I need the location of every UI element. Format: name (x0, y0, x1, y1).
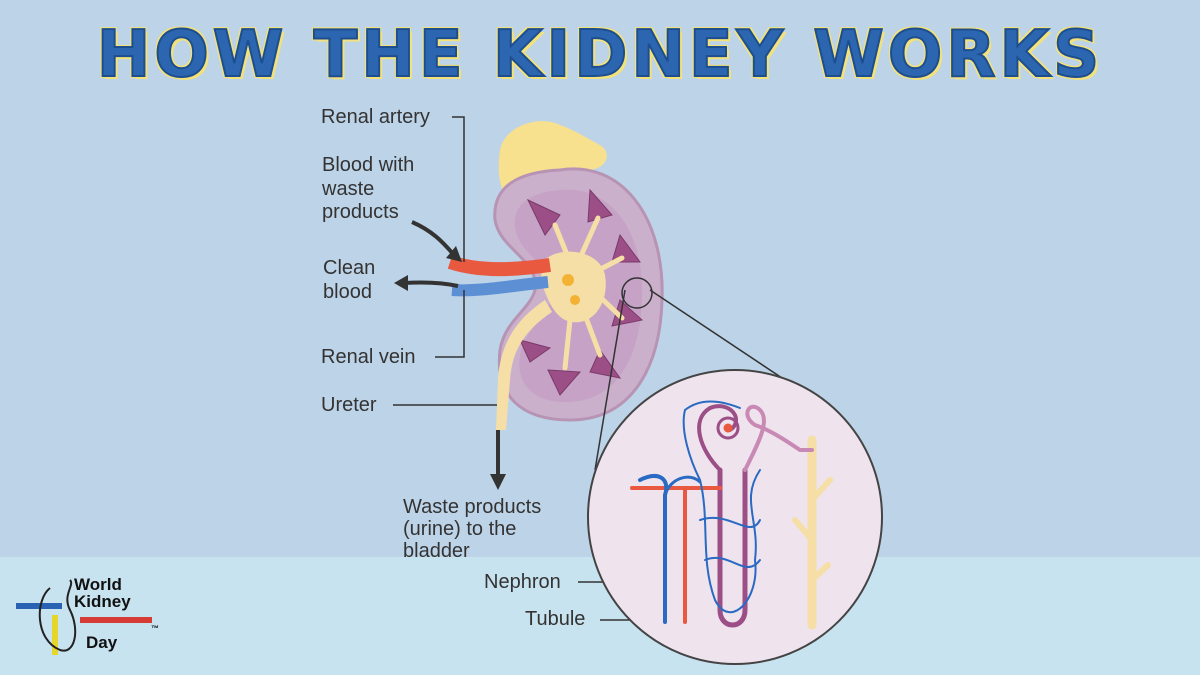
pelvis-dot (570, 295, 580, 305)
zoom-marker (621, 277, 653, 309)
pyramid (547, 369, 582, 396)
collecting-branch (809, 477, 833, 503)
pyramid (589, 349, 622, 379)
glomerulus (716, 416, 740, 440)
calyx-branch (562, 317, 573, 371)
vein-network (684, 400, 741, 411)
ureter (496, 300, 552, 430)
leader-renal-vein (435, 290, 465, 358)
pyramid (611, 233, 641, 263)
label-clean-blood-1: Clean (323, 257, 376, 279)
world-kidney-day-logo: World Kidney Day ™ (14, 576, 174, 666)
logo-line-1: World (74, 575, 122, 594)
vein-network (699, 517, 761, 528)
calyx-branch (592, 255, 625, 275)
logo-trademark: ™ (151, 624, 159, 633)
tubule-coil (697, 404, 738, 472)
tubule-loop (717, 467, 748, 628)
label-nephron: Nephron (484, 571, 561, 593)
page-title: HOW THE KIDNEY WORKS (96, 17, 1104, 93)
renal-vein (451, 276, 549, 297)
zoom-line (594, 289, 626, 471)
label-waste-1: Waste products (403, 496, 542, 518)
vein-branch (663, 475, 702, 497)
zoom-line (649, 289, 801, 391)
collecting-branch (809, 562, 831, 583)
renal-artery (447, 255, 551, 277)
glomerulus-core (723, 423, 733, 433)
pyramid (519, 339, 552, 363)
arrowhead (490, 474, 506, 490)
calyx-branch (577, 215, 601, 261)
collecting-branch (792, 517, 815, 543)
label-renal-artery: Renal artery (321, 106, 430, 128)
renal-pelvis (540, 251, 606, 323)
leader-renal-artery (452, 116, 465, 262)
calyx-branch (595, 292, 625, 321)
calyx-branch (552, 222, 573, 265)
arrowhead (394, 275, 408, 291)
arrow-clean-blood (403, 280, 459, 288)
pelvis-dot (562, 274, 574, 286)
calyx-branch (582, 312, 603, 358)
logo-line-2: Kidney (74, 592, 131, 611)
arrowhead (446, 246, 462, 262)
logo-line-3: Day (86, 633, 118, 652)
world-kidney-day-logo-mark (16, 579, 152, 655)
label-waste-3: bladder (403, 540, 470, 562)
label-clean-blood-2: blood (323, 281, 372, 303)
label-ureter: Ureter (321, 394, 377, 416)
label-tubule: Tubule (525, 608, 586, 630)
vein-network (704, 557, 761, 568)
arrow-blood-in (411, 220, 457, 258)
label-waste-2: (urine) to the (403, 518, 517, 540)
label-blood-waste-1: Blood with (322, 154, 415, 176)
label-blood-waste-2: waste (322, 178, 375, 200)
label-renal-vein: Renal vein (321, 346, 416, 368)
label-blood-waste-3: products (322, 201, 399, 223)
tubule-coil (743, 404, 814, 472)
